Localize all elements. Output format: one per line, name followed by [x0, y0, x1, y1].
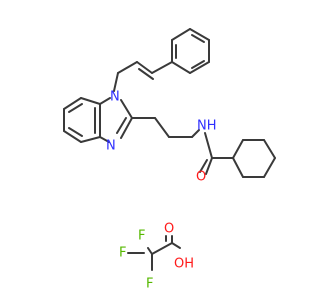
atom-label-nitrogen-n3: N [106, 139, 116, 154]
bond [189, 61, 210, 74]
atom-label-amide-nh: NH [197, 119, 217, 134]
bond [63, 130, 82, 143]
atom-label-hydroxyl: OH [174, 257, 194, 272]
trifluoroacetic-acid: O OH F F F [119, 222, 194, 292]
double-bond-inner [68, 127, 83, 137]
bond [120, 117, 133, 139]
main-molecule: N N NH O [63, 28, 276, 185]
double-bond-inner [191, 60, 205, 69]
benzimidazole-imidazole-ring [99, 97, 133, 143]
double-bond-inner [116, 117, 127, 134]
double-bond-inner [191, 34, 205, 43]
cyclohexane-ring [232, 139, 276, 178]
atom-label-fluorine-bottom: F [146, 277, 153, 292]
atom-label-carbonyl-oxygen: O [164, 222, 174, 237]
bond [232, 157, 244, 178]
bond [263, 139, 276, 159]
bond [263, 157, 276, 178]
bond [117, 61, 138, 74]
bond [151, 242, 173, 255]
amide-group [199, 132, 234, 175]
atom-label-nitrogen-n1: N [110, 90, 120, 105]
double-bond-inner [138, 68, 154, 80]
structure-drawing: N N NH O O OH F F F [63, 28, 276, 292]
bond [204, 132, 213, 159]
bond [171, 28, 191, 41]
bond [232, 139, 244, 159]
chemical-structure-figure: N N NH O O OH F F F [63, 28, 276, 292]
bond [154, 117, 170, 138]
bond [136, 61, 153, 74]
bond [171, 61, 191, 74]
bond [189, 28, 210, 41]
bond [191, 129, 200, 138]
atom-label-amide-oxygen: O [196, 170, 206, 185]
ethyl-chain [131, 117, 200, 138]
bond [151, 61, 173, 74]
allyl-linker [113, 61, 173, 92]
bond [171, 242, 181, 249]
bond [63, 97, 82, 110]
phenyl-ring [171, 28, 210, 74]
bond [113, 72, 119, 92]
bond [99, 136, 110, 143]
bond [80, 136, 101, 143]
benzimidazole-benzene-ring [63, 97, 101, 143]
bond [147, 247, 153, 255]
bond [80, 97, 101, 105]
bond [99, 97, 111, 105]
double-bond-inner [199, 159, 208, 173]
double-bond-inner [68, 103, 83, 113]
atom-label-fluorine-top: F [138, 229, 145, 244]
bond [120, 99, 133, 119]
bond [205, 157, 213, 175]
atom-label-fluorine-left: F [119, 246, 126, 261]
